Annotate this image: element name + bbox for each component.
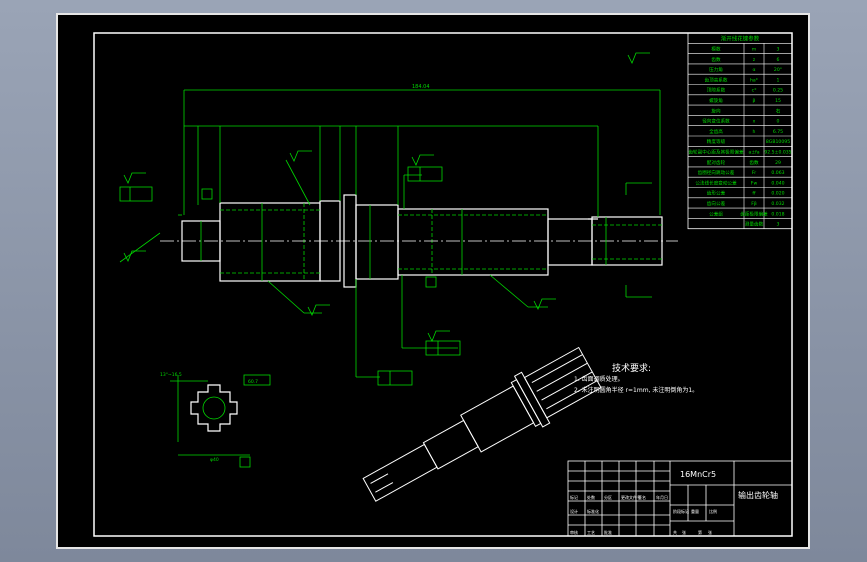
table-cell: 0.032	[771, 201, 784, 207]
table-cell: 模数	[711, 46, 721, 53]
shaft-hidden-lines	[220, 203, 662, 281]
table-cell: 齿形公差	[707, 190, 726, 197]
table-cell: ha*	[750, 77, 759, 83]
title-block-label: 阶段标记	[673, 508, 689, 514]
section-dim-top: 13°~16.5	[160, 372, 182, 378]
tech-note-2: 2. 未注明圆角半径 r=1mm, 未注明倒角为1。	[574, 386, 698, 394]
title-block-label: 审核	[570, 529, 578, 535]
table-cell: 齿圈径向跳动公差	[698, 169, 735, 176]
title-block-label: 共	[673, 529, 677, 535]
table-border	[687, 32, 793, 230]
title-block-material: 16MnCr5	[680, 470, 716, 479]
title-block-labels: 标记处数分区更改文件号签名年月日设计标准化阶段标记重量比例审核工艺批准共张第张	[570, 494, 717, 535]
table-cell: 3	[777, 222, 780, 228]
table-cell: ff	[752, 191, 756, 197]
drawing-frame	[93, 32, 793, 537]
table-cell: h	[753, 129, 756, 135]
title-block-label: 分区	[604, 494, 612, 500]
title-block-label: 设计	[570, 508, 578, 514]
table-cell: 20°	[774, 67, 782, 73]
table-cell: 配对齿轮	[707, 159, 726, 166]
table-cell: 0.063	[771, 170, 784, 176]
section-dim-side: 60.7	[248, 379, 258, 385]
table-cell: 6	[777, 57, 780, 63]
title-block-label: 重量	[691, 508, 699, 514]
spline-cross-section	[190, 384, 238, 432]
table-cell: Fr	[752, 170, 756, 176]
title-block-label: 工艺	[587, 530, 595, 535]
table-cell: 0	[777, 119, 780, 125]
title-block-label: 张	[708, 529, 712, 535]
table-cell: m	[752, 48, 757, 53]
title-block-label: 比例	[709, 508, 717, 514]
table-cell: 6.75	[773, 129, 783, 135]
table-cell: 齿向公差	[707, 200, 726, 207]
title-block-label: 张	[682, 529, 686, 535]
title-block-label: 标准化	[587, 508, 599, 514]
table-cell: 8GB10095	[766, 139, 790, 145]
table-cell: a±fa	[748, 150, 759, 156]
table-cell: z	[753, 58, 756, 63]
table-cell: 92.5±0.035	[764, 150, 791, 156]
table-cell: 齿数	[749, 159, 759, 166]
table-cell: 29	[775, 160, 781, 166]
title-block-label: 签名	[638, 494, 646, 500]
table-cell: 齿轮副中心距及其极限偏差	[688, 149, 744, 156]
table-cell: 0.25	[773, 88, 783, 94]
overall-dimension: 184.04	[412, 84, 430, 90]
title-block-label: 批准	[604, 529, 612, 535]
title-block-label: 更改文件号	[621, 494, 641, 500]
table-cell: 螺旋角	[709, 97, 723, 104]
tech-requirements-title: 技术要求:	[612, 362, 651, 374]
title-block-part-name: 输出齿轮轴	[738, 490, 778, 500]
table-cell: 测量齿数	[745, 221, 764, 228]
tolerance-frames	[119, 52, 650, 386]
table-cell: 公差组	[709, 210, 723, 217]
table-cell: 齿数	[711, 56, 721, 63]
table-cell: 公法线长度变动公差	[695, 179, 737, 186]
table-cell: 压力角	[709, 66, 723, 73]
cad-viewport[interactable]: 技术要求: 1. 齿面调质处理。 2. 未注明圆角半径 r=1mm, 未注明倒角…	[56, 13, 810, 549]
table-cell: β	[753, 98, 756, 104]
table-cell: 3	[777, 47, 780, 53]
table-cell: Fβ	[751, 201, 757, 207]
dimension-lines	[119, 89, 661, 378]
tech-note-1: 1. 齿面调质处理。	[574, 375, 624, 383]
title-block-label: 第	[698, 529, 702, 535]
table-title: 渐开线花键参数	[721, 35, 760, 43]
table-cell: Fw	[751, 180, 758, 186]
table-cell: 顶隙系数	[707, 87, 726, 94]
title-block-label: 年月日	[656, 494, 668, 500]
table-cell: 旋向	[711, 107, 721, 114]
title-block-label: 处数	[587, 494, 595, 500]
table-cell: 齿顶高系数	[705, 76, 728, 83]
drawing-sheet: 技术要求: 1. 齿面调质处理。 2. 未注明圆角半径 r=1mm, 未注明倒角…	[93, 32, 793, 537]
table-cell: 1	[777, 77, 780, 83]
table-cell: 15	[775, 98, 781, 104]
title-block-label: 标记	[570, 494, 578, 500]
table-cell: 右	[776, 107, 781, 114]
table-cell: 径向变位系数	[702, 118, 730, 125]
table-cell: 0.018	[771, 211, 784, 217]
title-block	[567, 460, 793, 537]
table-cell: 0.020	[771, 191, 784, 197]
table-cell: x	[753, 120, 756, 125]
table-cell: 齿距极限偏差	[740, 210, 768, 217]
section-dims	[170, 374, 271, 468]
isometric-shaft-sketch	[362, 346, 602, 502]
table-cell: 精度等级	[707, 138, 726, 145]
section-dim-bottom: φ40	[210, 457, 219, 463]
table-cell: α	[752, 68, 755, 73]
table-cell: c*	[752, 88, 758, 94]
table-cell: 0.040	[771, 180, 784, 186]
table-cell: 全齿高	[709, 128, 723, 135]
